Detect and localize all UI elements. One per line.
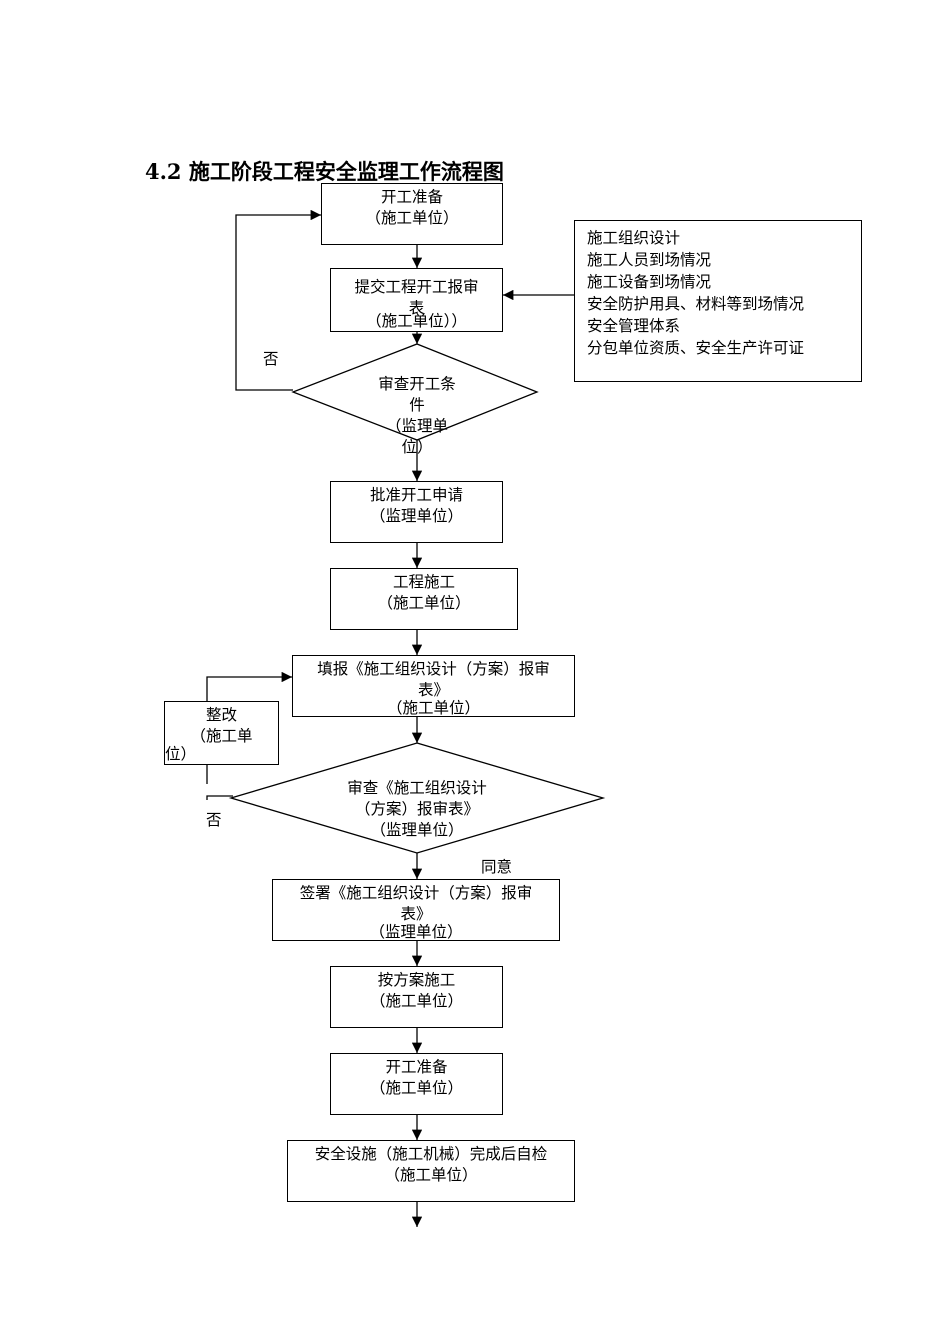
node-text: （施工单位） — [384, 1166, 478, 1184]
node-text: （监理单位） — [369, 507, 463, 525]
node-text: 表 — [408, 299, 425, 317]
node-text: （施工单 — [190, 727, 253, 745]
node-text: （施工单位） — [369, 992, 463, 1010]
node-text: 填报《施工组织设计（方案）报审 — [317, 660, 550, 678]
node-text: 表》 — [417, 681, 449, 699]
input-item: 分包单位资质、安全生产许可证 — [587, 339, 805, 357]
label-no-1: 否 — [263, 350, 279, 368]
process-start-prep-2: 开工准备 （施工单位） — [330, 1053, 503, 1115]
node-text: （方案）报审表》 — [354, 800, 479, 818]
page-title: 4.2 施工阶段工程安全监理工作流程图 — [145, 159, 504, 184]
node-text: 开工准备 — [385, 1058, 448, 1076]
inputs-checklist: 施工组织设计 施工人员到场情况 施工设备到场情况 安全防护用具、材料等到场情况 … — [574, 220, 862, 382]
loop-rework — [206, 671, 292, 701]
node-text: 工程施工 — [392, 573, 455, 591]
node-text: 整改 — [205, 706, 237, 724]
node-text: 审查《施工组织设计 — [347, 779, 487, 797]
node-text: （监理单位） — [370, 821, 464, 839]
node-text: 提交工程开工报审 — [354, 278, 479, 296]
input-item: 施工组织设计 — [587, 229, 681, 247]
process-approve-start: 批准开工申请 （监理单位） — [330, 481, 503, 543]
decision-review-plan: 审查《施工组织设计 （方案）报审表》 （监理单位） — [302, 778, 532, 841]
decision-d1-shape — [291, 343, 539, 441]
label-agree: 同意 — [478, 857, 516, 878]
node-text: （施工单位） — [386, 699, 480, 717]
process-sign-plan-report: 签署《施工组织设计（方案）报审 表》 （监理单位） — [272, 879, 560, 941]
node-text: 批准开工申请 — [369, 486, 463, 504]
node-text: （施工单位） — [377, 594, 471, 612]
node-text: 按方案施工 — [377, 971, 456, 989]
input-item: 安全防护用具、材料等到场情况 — [587, 295, 805, 313]
decision-d2-shape — [228, 742, 606, 854]
loop-no-2 — [206, 795, 233, 800]
node-text: （施工单位） — [365, 209, 459, 227]
input-item: 安全管理体系 — [587, 317, 681, 335]
process-construction: 工程施工 （施工单位） — [330, 568, 518, 630]
process-build-per-plan: 按方案施工 （施工单位） — [330, 966, 503, 1028]
input-item: 施工人员到场情况 — [587, 251, 712, 269]
input-item: 施工设备到场情况 — [587, 273, 712, 291]
node-text: 开工准备 — [380, 188, 443, 206]
process-submit-report: 提交工程开工报审 表 （施工单位）） — [330, 268, 503, 332]
node-text: 件 — [409, 396, 425, 414]
decision-review-conditions: 审查开工条 件 （监理单 位） — [357, 374, 477, 458]
node-text: （施工单位）） — [366, 312, 467, 330]
node-text: （施工单位） — [369, 1079, 463, 1097]
node-text: 位） — [165, 745, 197, 763]
node-text: （监理单 — [385, 417, 448, 435]
node-text: 位） — [401, 438, 433, 456]
label-no-2: 否 — [206, 811, 222, 829]
process-rework: 整改 （施工单 位） — [164, 701, 279, 765]
node-text: 签署《施工组织设计（方案）报审 — [299, 884, 533, 902]
node-text: 表》 — [400, 905, 432, 923]
node-text: （监理单位） — [369, 923, 463, 941]
process-fill-plan-report: 填报《施工组织设计（方案）报审 表》 （施工单位） — [292, 655, 575, 717]
node-text: 审查开工条 — [378, 375, 456, 393]
process-self-inspection: 安全设施（施工机械）完成后自检 （施工单位） — [287, 1140, 575, 1202]
process-start-prep: 开工准备 （施工单位） — [321, 183, 503, 245]
loop-no-1 — [235, 209, 321, 391]
node-text: 安全设施（施工机械）完成后自检 — [314, 1145, 548, 1163]
